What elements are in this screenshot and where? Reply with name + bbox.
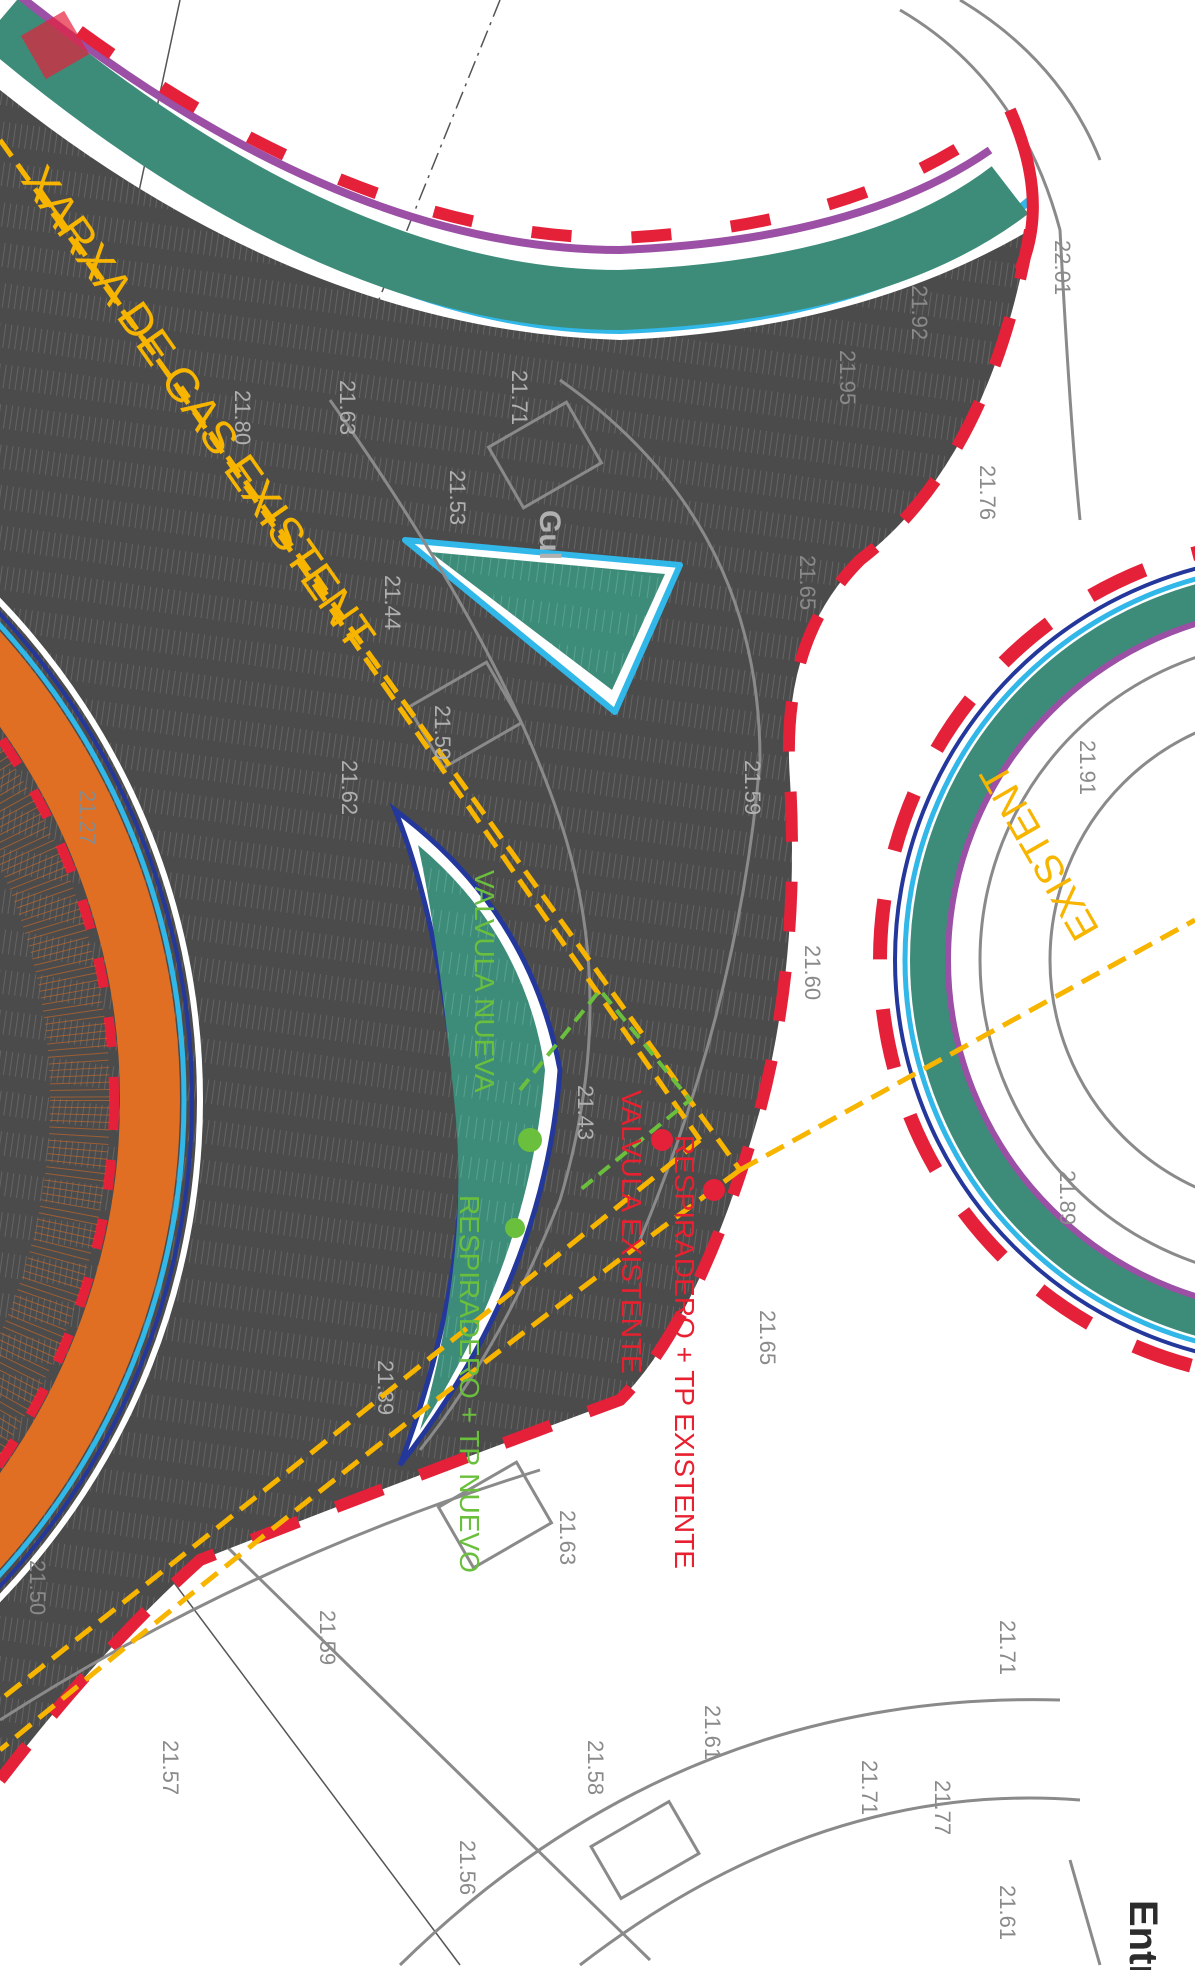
elev-label: 21.27	[75, 790, 100, 845]
road-edge-lines	[218, 0, 1102, 1967]
existing-gas-lines	[0, 138, 1195, 1752]
crescent-island	[389, 802, 563, 1467]
elev-label: 21.80	[230, 390, 255, 445]
elev-label: 21.59	[740, 760, 765, 815]
left-orange-ring	[0, 597, 203, 1603]
elev-label: 21.59	[430, 705, 455, 760]
elev-label: 21.92	[907, 285, 932, 340]
asphalt-area	[0, 90, 1030, 1780]
existing-valve-markers	[651, 1129, 725, 1201]
new-valve-lines	[505, 986, 693, 1238]
elev-label: 21.63	[335, 380, 360, 435]
elev-label: 21.91	[1075, 740, 1100, 795]
elev-label: 22.01	[1050, 240, 1075, 295]
existing-breather-label: RESPIRADERO + TP EXISTENTE	[669, 1135, 700, 1569]
elev-label: 21.56	[455, 1840, 480, 1895]
existing-valve-label: VALVULA EXISTENTE	[616, 1090, 647, 1374]
elev-label: 21.61	[995, 1885, 1020, 1940]
elev-label: 21.76	[975, 465, 1000, 520]
elevation-labels: 22.01 21.76 21.95 21.92 21.65 21.91 21.6…	[25, 240, 1100, 1940]
elev-label: 21.89	[1055, 1170, 1080, 1225]
elev-label: 21.77	[930, 1780, 955, 1835]
elev-label: 21.43	[573, 1085, 598, 1140]
elev-label: 21.60	[800, 945, 825, 1000]
elev-label: 21.71	[857, 1760, 882, 1815]
elev-label: 21.57	[158, 1740, 183, 1795]
elev-label: 21.50	[25, 1560, 50, 1615]
elev-label: 21.71	[507, 370, 532, 425]
gul-label: Gul	[533, 510, 566, 560]
elev-label: 21.53	[445, 470, 470, 525]
new-valve-label: VALVULA NUEVA	[469, 870, 500, 1093]
elev-label: 21.63	[555, 1510, 580, 1565]
elev-label: 21.95	[835, 350, 860, 405]
elev-label: 21.44	[380, 575, 405, 630]
right-roundabout	[873, 546, 1195, 1374]
elev-label: 21.65	[795, 555, 820, 610]
elev-label: 21.58	[583, 1740, 608, 1795]
elev-label: 21.39	[373, 1360, 398, 1415]
entrance-label: Entr	[1121, 1900, 1165, 1970]
elev-label: 21.61	[700, 1705, 725, 1760]
elev-label: 21.59	[315, 1610, 340, 1665]
new-breather-label: RESPIRADERO + TP NUEVO	[454, 1195, 485, 1573]
elev-label: 21.71	[995, 1620, 1020, 1675]
triangle-island	[402, 537, 683, 715]
elev-label: 21.65	[755, 1310, 780, 1365]
right-kerb	[0, 228, 1036, 1784]
elev-label: 21.62	[337, 760, 362, 815]
